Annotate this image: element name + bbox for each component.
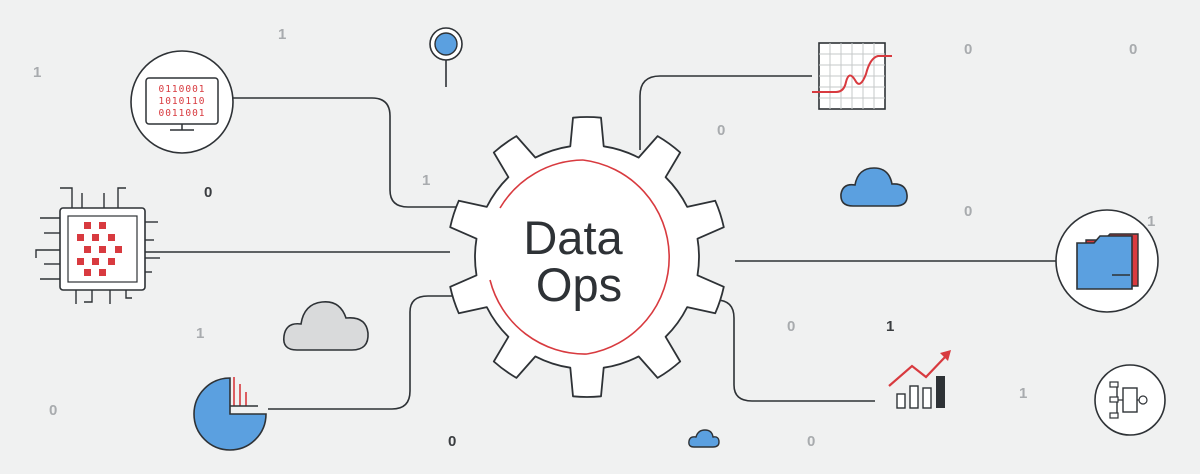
line-graph-icon [812,42,892,110]
bg-digit: 0 [964,41,972,58]
gear-accent-ring-topleft [499,159,584,209]
bg-digit: 1 [33,64,41,81]
bg-digit: 0 [448,433,456,450]
bg-digit: 0 [807,433,815,450]
bg-digit: 0 [787,318,795,335]
center-label-data: Data [523,211,623,264]
connector-lines [145,75,1057,410]
bg-digit: 0 [49,402,57,419]
connector-growth [690,299,875,402]
binary-line: 0110001 [158,84,205,95]
binary-line: 0011001 [158,108,205,119]
growth-bar-chart-icon [888,350,951,409]
chip-dots [77,222,122,276]
monitor-binary-icon: 0110001 1010110 0011001 [130,50,234,154]
pie-slice-blue [193,377,267,451]
bg-digit: 0 [964,203,972,220]
gear-shape [449,116,725,398]
cloud-blue-small [688,429,720,448]
connector-graph [639,75,812,150]
gear-accent-ring-bottomleft [489,279,588,355]
gear-icon: Data Ops [449,116,725,398]
bg-digit: 1 [1019,385,1027,402]
connector-monitor [233,97,492,208]
bg-digit: 0 [717,122,725,139]
cloud-icon [282,167,908,448]
bg-digit: 1 [886,318,894,335]
bg-digit: 1 [278,26,286,43]
chip-pins [35,187,160,304]
bg-digit: 1 [196,325,204,342]
bg-digit: 1 [422,172,430,189]
search-pin-icon [429,27,463,87]
gear-accent-ring-right [582,159,670,355]
pie-chart-icon [193,377,267,451]
folder-icon [1055,209,1159,313]
pie-red-bars [233,377,247,406]
connector-pie [268,295,492,410]
background-digits: 1 1 0 0 1 0 0 0 0 1 0 1 0 1 0 1 1 [33,26,1155,450]
bg-digit: 0 [204,184,212,201]
cloud-blue [840,167,908,207]
monitor-stand [170,124,194,131]
binary-line: 1010110 [158,96,205,107]
center-label-ops: Ops [536,258,622,311]
cpu-chip-icon [35,187,160,304]
bg-digit: 1 [1147,213,1155,230]
flowchart-icon [1094,364,1166,436]
cloud-gray [282,301,369,351]
bg-digit: 0 [1129,41,1137,58]
